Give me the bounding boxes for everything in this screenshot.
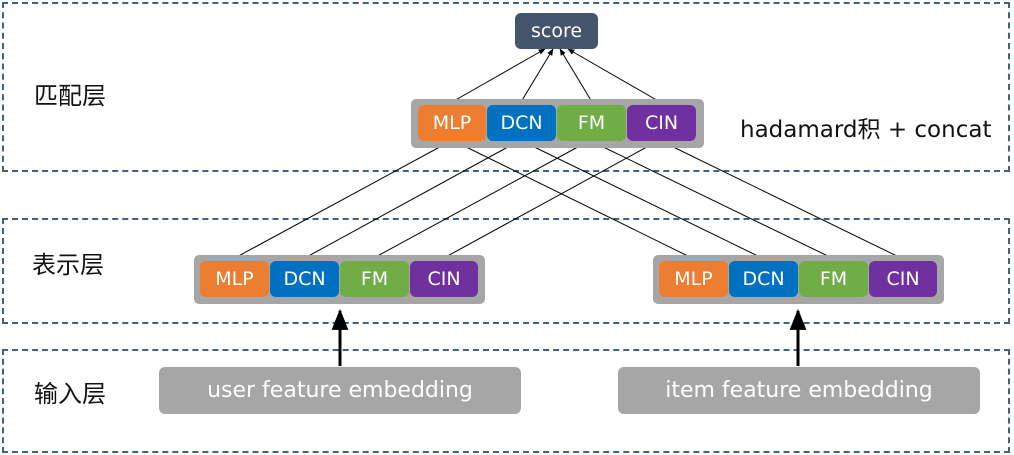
representation-layer-label: 表示层 [32, 251, 104, 279]
user-tower-tray: MLP DCN FM CIN [194, 255, 485, 304]
representation-layer [2, 218, 1010, 324]
matching-cin-block: CIN [627, 105, 696, 141]
item-fm-block: FM [799, 261, 868, 297]
interaction-note: hadamard积 + concat [740, 117, 992, 143]
matching-layer-label: 匹配层 [34, 82, 106, 110]
user-cin-block: CIN [410, 261, 478, 297]
matching-mlp-block: MLP [418, 105, 486, 141]
item-cin-block: CIN [869, 261, 937, 297]
item-tower-tray: MLP DCN FM CIN [653, 255, 944, 304]
item-feature-embedding: item feature embedding [618, 367, 980, 414]
user-mlp-block: MLP [200, 261, 269, 297]
item-dcn-block: DCN [729, 261, 798, 297]
user-feature-embedding: user feature embedding [159, 367, 521, 414]
score-node: score [515, 13, 598, 49]
item-mlp-block: MLP [659, 261, 728, 297]
user-fm-block: FM [340, 261, 409, 297]
user-dcn-block: DCN [270, 261, 339, 297]
matching-fm-block: FM [557, 105, 626, 141]
input-layer-label: 输入层 [34, 380, 106, 408]
matching-layer [2, 2, 1010, 172]
matching-block-tray: MLP DCN FM CIN [411, 99, 704, 148]
input-layer [2, 349, 1010, 453]
matching-dcn-block: DCN [487, 105, 556, 141]
